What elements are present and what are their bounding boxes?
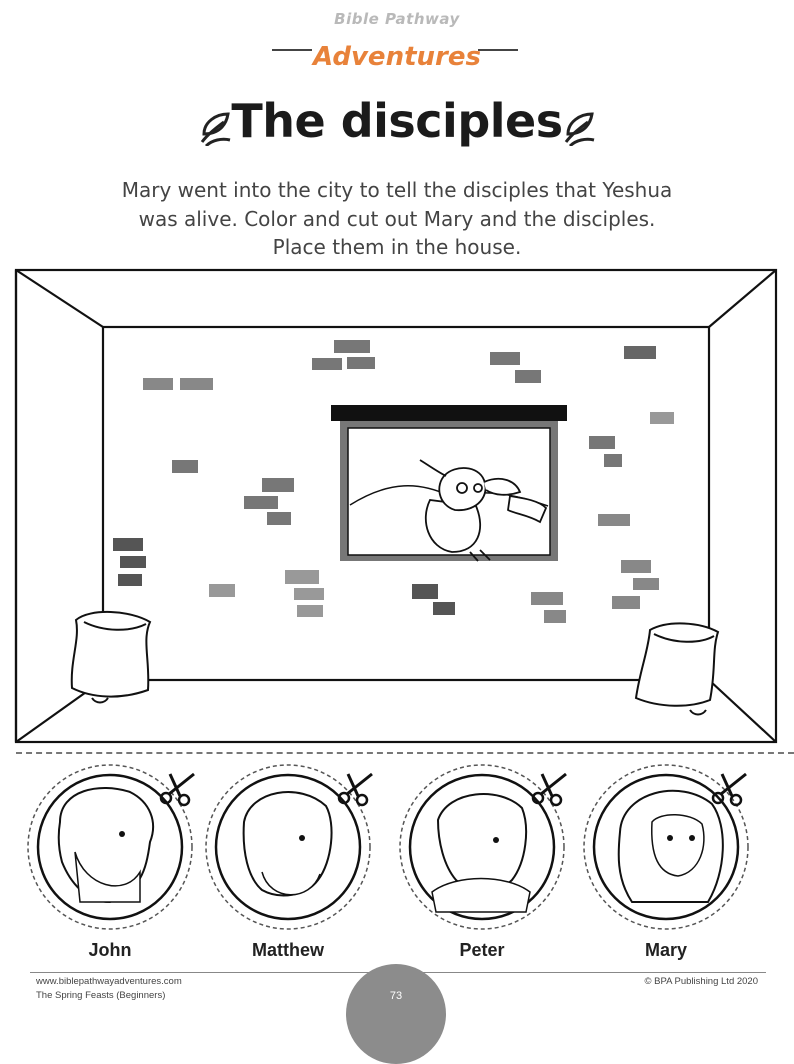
instructions: Mary went into the city to tell the disc… [40,176,754,262]
back-wall [101,325,711,682]
cutout-label-mary: Mary [644,940,688,960]
footer-website[interactable]: www.biblepathwayadventures.com [36,976,182,987]
cutout-label-john: John [88,940,132,960]
brand-rule-right [478,49,518,51]
sack-left [70,611,152,704]
instruction-line-3: Place them in the house. [272,235,522,259]
instruction-line-2: was alive. Color and cut out Mary and th… [138,206,656,231]
cutout-portraits [27,764,749,930]
brand-rule-left [272,49,312,51]
house-room-illustration [14,268,778,744]
cutout-label-peter: Peter [459,940,505,960]
brand-logo-main: Adventures [313,42,481,72]
footer-book-title: The Spring Feasts (Beginners) [36,990,166,1001]
portrait-matthew [205,764,374,930]
sack-right [634,622,720,716]
page-number-badge: 73 [346,964,446,1064]
brand-logo-top: Bible Pathway [334,10,460,28]
donkey-drawing [419,459,548,562]
page-title: The disciples [231,94,563,148]
portrait-mary [583,764,749,930]
leaf-right-icon [564,112,595,146]
window [331,405,567,562]
page-number: 73 [389,990,403,1002]
portrait-john [27,764,196,930]
footer-copyright: © BPA Publishing Ltd 2020 [644,976,758,987]
leaf-left-icon [200,112,231,146]
cutout-label-matthew: Matthew [252,940,324,960]
brick-pattern [113,340,674,623]
portrait-peter [399,764,568,930]
instruction-line-1: Mary went into the city to tell the disc… [121,178,673,202]
cut-line [16,752,794,754]
